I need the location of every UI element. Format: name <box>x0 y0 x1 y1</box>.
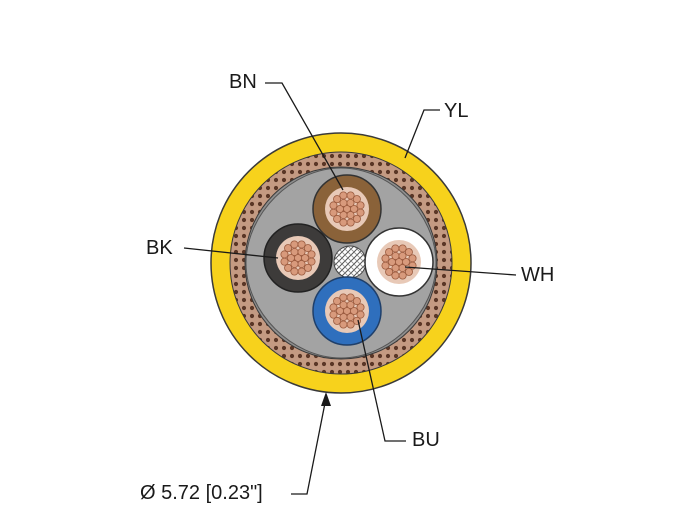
copper-strand <box>404 248 413 257</box>
copper-strand <box>349 204 358 213</box>
copper-strand <box>346 320 355 329</box>
copper-strand <box>346 293 355 302</box>
conductor-white <box>364 227 434 297</box>
copper-strand <box>297 267 306 276</box>
copper-strand <box>339 320 348 329</box>
copper-strand <box>329 208 338 217</box>
copper-strand <box>381 254 390 263</box>
copper-strand <box>333 214 342 223</box>
label-bu: BU <box>412 429 440 451</box>
copper-strand <box>339 293 348 302</box>
copper-strand <box>387 257 396 266</box>
copper-strand <box>329 303 338 312</box>
copper-strand <box>297 247 306 256</box>
copper-strand <box>335 204 344 213</box>
conductor-brown <box>312 174 382 244</box>
copper-strand <box>329 310 338 319</box>
copper-strand <box>284 263 293 272</box>
copper-strand <box>297 260 306 269</box>
copper-strand <box>346 300 355 309</box>
diameter-arrowhead <box>321 392 331 406</box>
label-bn: BN <box>229 71 257 93</box>
copper-strand <box>280 250 289 259</box>
copper-strand <box>286 253 295 262</box>
strands-black <box>280 240 316 276</box>
copper-strand <box>280 257 289 266</box>
copper-strand <box>300 253 309 262</box>
copper-strand <box>391 271 400 280</box>
conductor-blue <box>312 276 382 346</box>
copper-strand <box>333 316 342 325</box>
leader-line-bu <box>357 319 406 442</box>
copper-strand <box>356 201 365 210</box>
copper-strand <box>333 195 342 204</box>
copper-strand <box>401 257 410 266</box>
copper-strand <box>404 267 413 276</box>
copper-strand <box>284 244 293 253</box>
copper-strand <box>398 264 407 273</box>
leader-line-bn <box>265 82 344 191</box>
leader-line-bk <box>183 247 279 259</box>
copper-strand <box>391 244 400 253</box>
center-drain-wire <box>333 245 367 279</box>
copper-strand <box>297 240 306 249</box>
copper-strand <box>352 195 361 204</box>
strands-brown <box>329 191 365 227</box>
copper-strand <box>333 297 342 306</box>
copper-strand <box>352 297 361 306</box>
strands-white <box>381 244 417 280</box>
copper-strand <box>398 244 407 253</box>
copper-strand <box>391 251 400 260</box>
copper-strand <box>339 300 348 309</box>
copper-strand <box>346 191 355 200</box>
copper-strand <box>339 191 348 200</box>
copper-strand <box>346 218 355 227</box>
copper-strand <box>307 250 316 259</box>
copper-strand <box>356 303 365 312</box>
copper-strand <box>346 211 355 220</box>
copper-strand <box>381 261 390 270</box>
leader-line-yl <box>404 109 440 159</box>
copper-strand <box>385 267 394 276</box>
strands-blue <box>329 293 365 329</box>
copper-strand <box>408 254 417 263</box>
leader-line-diameter <box>291 397 327 495</box>
copper-strand <box>398 271 407 280</box>
copper-strand <box>349 306 358 315</box>
conductor-black <box>263 223 333 293</box>
copper-strand <box>352 214 361 223</box>
copper-strand <box>329 201 338 210</box>
copper-strand <box>346 198 355 207</box>
copper-strand <box>385 248 394 257</box>
leader-line-wh <box>404 266 517 276</box>
label-bk: BK <box>146 237 173 259</box>
copper-strand <box>398 251 407 260</box>
label-diameter: Ø 5.72 [0.23"] <box>140 482 263 504</box>
copper-strand <box>290 267 299 276</box>
copper-strand <box>339 218 348 227</box>
copper-strand <box>339 198 348 207</box>
label-wh: WH <box>521 264 555 286</box>
copper-strand <box>303 244 312 253</box>
copper-strand <box>290 240 299 249</box>
copper-strand <box>335 306 344 315</box>
copper-strand <box>303 263 312 272</box>
copper-strand <box>346 313 355 322</box>
copper-strand <box>290 247 299 256</box>
label-yl: YL <box>444 100 469 122</box>
